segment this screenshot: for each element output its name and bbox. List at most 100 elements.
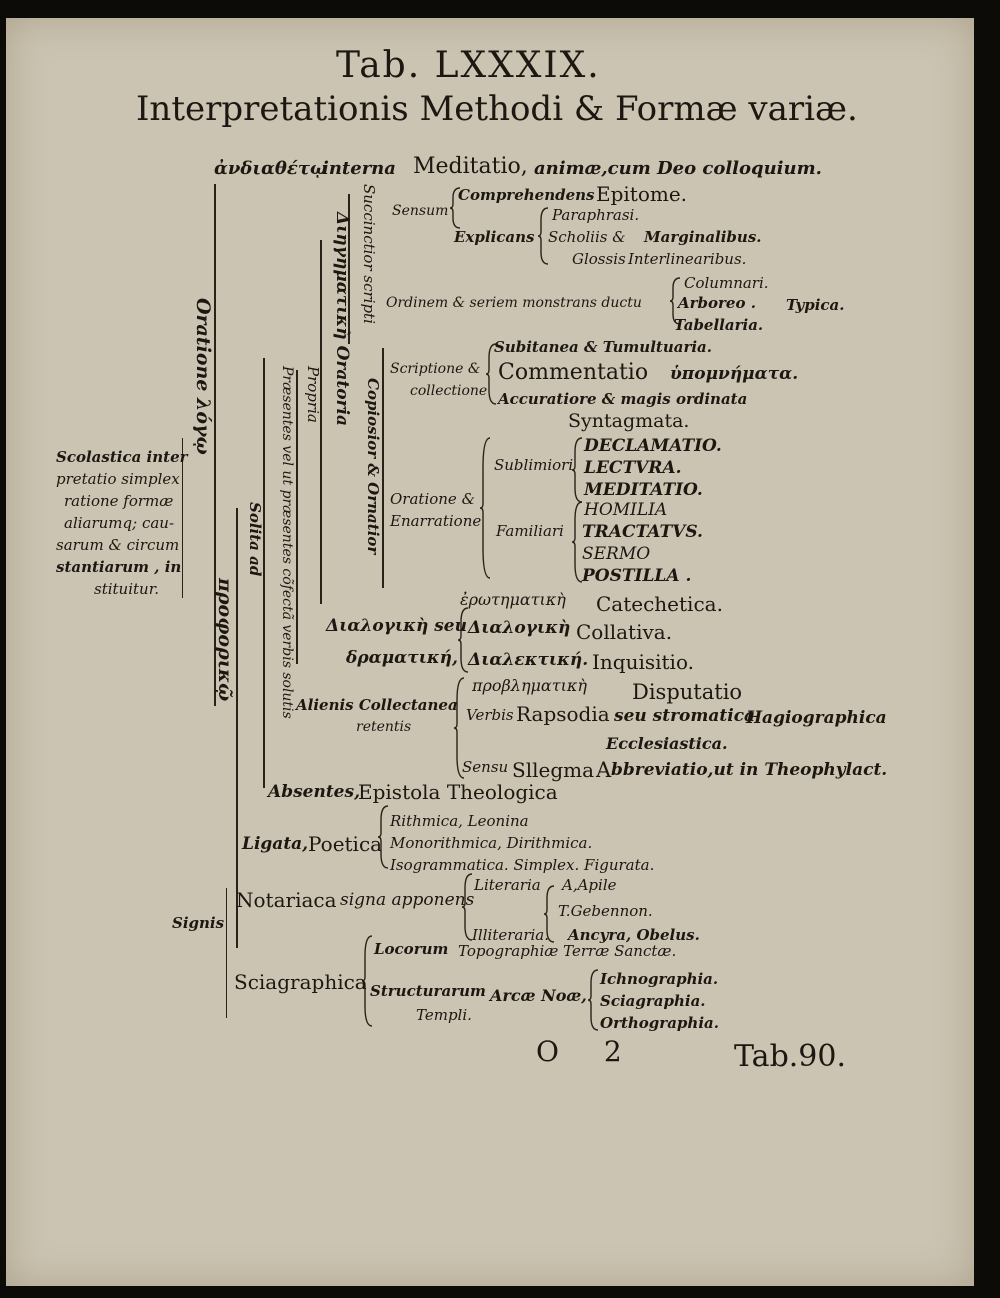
brace-explicans	[537, 207, 549, 265]
left-label-line-7: stituitur.	[94, 580, 159, 598]
label-dihgematike: Διηγηματικὴ Oratoria	[332, 212, 352, 426]
left-label-line-5: sarum & circum	[56, 536, 180, 554]
absentes: Absentes,	[268, 782, 360, 802]
topographiae: Topographiæ Terræ Sanctæ.	[458, 942, 677, 960]
ecclesiastica: Ecclesiastica.	[606, 734, 728, 753]
problematike: προβληματικὴ	[472, 676, 587, 695]
brace-line-left	[182, 438, 183, 598]
collectione: collectione	[410, 383, 488, 399]
label-solita-ad: Solita ad	[246, 502, 264, 577]
top-meditatio: Meditatio,	[413, 154, 528, 179]
a-letter: A	[596, 758, 612, 782]
paraphrasi: Paraphrasi.	[552, 206, 640, 224]
poetica: Poetica	[308, 832, 383, 856]
columnari: Columnari.	[684, 274, 769, 292]
bbreviatio: bbreviatio,ut in Theophylact.	[611, 760, 888, 780]
tab-number: Tab. LXXXIX.	[336, 45, 601, 86]
declamatio: DECLAMATIO.	[584, 436, 722, 456]
ligata: Ligata,	[242, 834, 309, 854]
comprehendens: Comprehendens	[458, 186, 595, 204]
subitanea: Subitanea & Tumultuaria.	[494, 338, 712, 356]
dialogike-2: Διαλογικὴ	[468, 618, 571, 638]
lectura: LECTVRA.	[584, 458, 682, 478]
epitome: Epitome.	[596, 182, 688, 206]
tractatus: TRACTATVS.	[582, 522, 703, 542]
left-label-line-2: pretatio simplex	[56, 470, 180, 488]
signature-mark: O 2	[536, 1035, 640, 1068]
interlinearibus: Interlinearibus.	[628, 250, 747, 268]
arcae-noae: Arcæ Noæ,	[490, 986, 587, 1005]
label-praesentes: Præsentes vel ut præsentes cõfectã verbi…	[279, 366, 295, 719]
glossis: Glossis	[572, 250, 626, 268]
arboreo: Arboreo .	[678, 294, 756, 312]
brace-line-dihgematike	[348, 194, 350, 344]
brace-line-copiosior	[382, 348, 384, 588]
sciagraphia: Sciagraphia.	[600, 992, 706, 1010]
catechetica: Catechetica.	[596, 592, 723, 616]
tabellaria: Tabellaria.	[674, 316, 764, 334]
syntagmata: Syntagmata.	[568, 410, 690, 432]
locorum: Locorum	[374, 940, 449, 958]
label-succinctior: Succinctior scripti	[360, 184, 378, 324]
brace-notariaca	[461, 873, 473, 941]
alienis: Alienis Collectanea	[296, 696, 458, 714]
left-label-line-3: ratione formæ	[64, 492, 174, 510]
label-propria: Propria	[304, 366, 322, 423]
collativa: Collativa.	[576, 620, 673, 644]
erotematike: ἐρωτηματικὴ	[460, 590, 566, 609]
illiteraria: Illiteraria.	[472, 926, 550, 944]
signa-apponens: signa apponens	[340, 890, 475, 910]
explicans: Explicans	[454, 228, 535, 246]
t-gebennon: T.Gebennon.	[558, 902, 653, 920]
rapsodia: Rapsodia	[516, 702, 610, 726]
brace-scriptione	[485, 343, 497, 405]
sensum: Sensum	[392, 203, 449, 219]
ichnographia: Ichnographia.	[600, 970, 719, 988]
commentatio: Commentatio	[498, 360, 649, 385]
brace-alienis	[453, 677, 465, 779]
homilia: HOMILIA	[584, 500, 668, 520]
epistola: Epistola Theologica	[358, 780, 558, 804]
brace-sublimiori	[571, 437, 583, 503]
templi: Templi.	[416, 1006, 472, 1024]
disputatio: Disputatio	[632, 680, 743, 704]
rithmica: Rithmica, Leonina	[390, 812, 529, 830]
isogrammatica: Isogrammatica. Simplex. Figurata.	[390, 856, 655, 874]
brace-familiari	[571, 501, 583, 583]
brace-arboreo	[669, 277, 681, 325]
oratione-et: Oratione &	[390, 490, 475, 508]
retentis: retentis	[356, 719, 412, 735]
brace-line-prophorika	[236, 508, 238, 948]
notariaca: Notariaca	[236, 888, 337, 912]
familiari: Familiari	[496, 522, 564, 540]
left-label-line-6: stantiarum , in	[56, 558, 182, 576]
brace-line-propria	[320, 240, 322, 604]
top-interna: interna	[322, 158, 396, 179]
brace-sensum	[449, 187, 461, 229]
literaria: Literaria	[474, 876, 541, 894]
top-rest: animæ,cum Deo colloquium.	[534, 158, 822, 179]
page-title: Interpretationis Methodi & Formæ variæ.	[136, 89, 858, 129]
enarratione: Enarratione	[390, 512, 482, 530]
inquisitio: Inquisitio.	[592, 650, 695, 674]
dramatike: δραματική,	[346, 648, 458, 668]
illiteraria-ex: Ancyra, Obelus.	[568, 926, 700, 944]
brace-line-praesentes	[296, 370, 298, 664]
accuratiore: Accuratiore & magis ordinata	[498, 390, 748, 408]
literaria-ex: A,Apile	[562, 876, 617, 894]
brace-sciagraphica	[361, 935, 373, 1027]
brace-structurarum	[587, 969, 599, 1031]
brace-line-signis	[226, 888, 227, 1018]
marginalibus: Marginalibus.	[644, 228, 762, 246]
brace-oratione-enarratione	[479, 437, 491, 579]
sllegma: Sllegma	[512, 758, 595, 782]
brace-dialogike	[457, 607, 469, 673]
scriptione: Scriptione &	[390, 361, 481, 377]
monorithmica: Monorithmica, Dirithmica.	[390, 834, 593, 852]
catchword: Tab.90.	[734, 1039, 847, 1074]
label-oratione-logou: Oratione λόγῳ	[192, 298, 214, 455]
dialektike: Διαλεκτική.	[468, 650, 589, 670]
sublimiori: Sublimiori	[494, 456, 574, 474]
brace-literaria	[543, 885, 555, 943]
hypomnemata: ὑπομνήματα.	[670, 364, 799, 384]
